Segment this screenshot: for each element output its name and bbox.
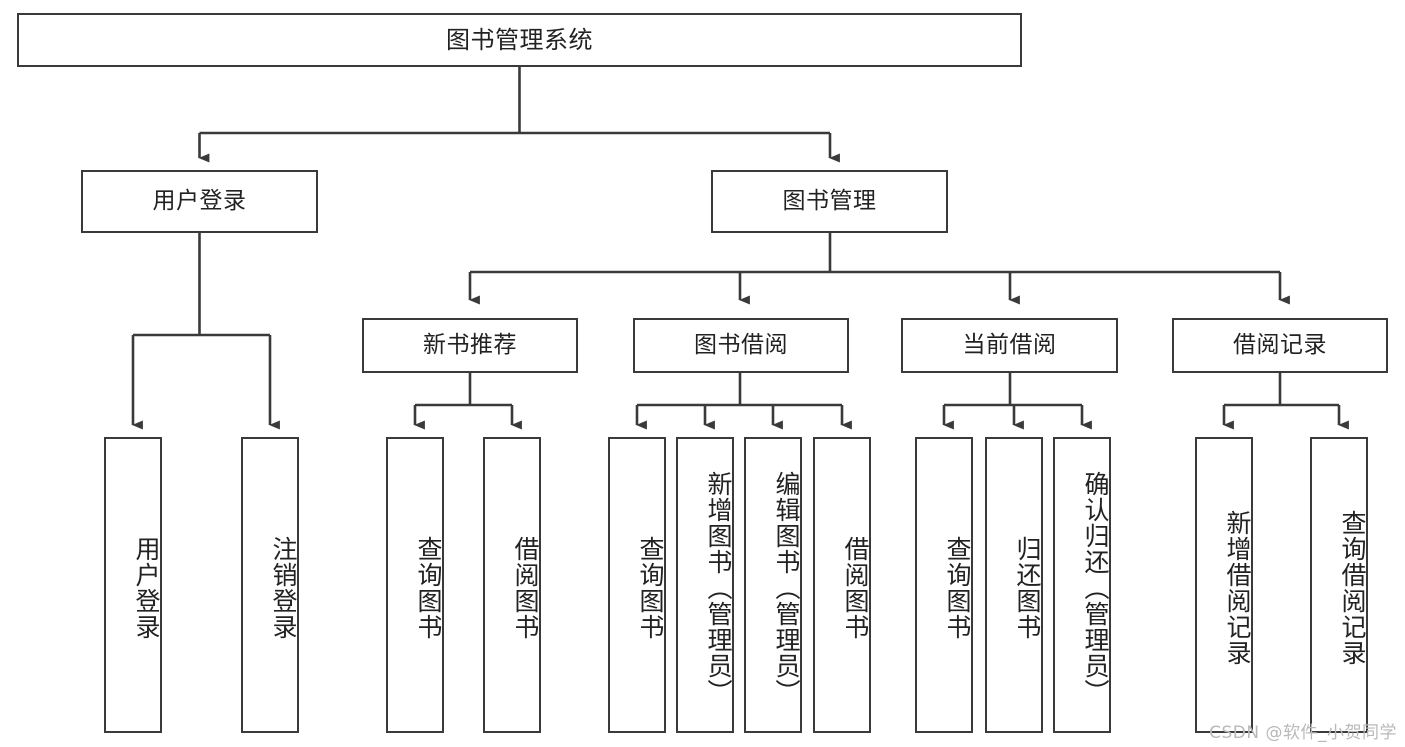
leaf-new-book-borrow[interactable]: 借阅图书: [483, 437, 541, 733]
leaf-label: 查询图书: [636, 536, 665, 640]
node-user-login[interactable]: 用户登录: [81, 170, 318, 233]
leaf-label: 查询图书: [943, 536, 972, 640]
node-new-book-recommend[interactable]: 新书推荐: [362, 318, 578, 373]
leaf-label: 编辑图书（管理员）: [772, 471, 801, 705]
node-borrow-record[interactable]: 借阅记录: [1172, 318, 1388, 373]
node-current-borrow[interactable]: 当前借阅: [901, 318, 1118, 373]
leaf-label: 查询图书: [414, 536, 443, 640]
leaf-current-borrow-return[interactable]: 归还图书: [985, 437, 1043, 733]
leaf-user-login-signout[interactable]: 注销登录: [241, 437, 299, 733]
node-book-management-label: 图书管理: [782, 187, 877, 214]
leaf-user-login-signin[interactable]: 用户登录: [104, 437, 162, 733]
leaf-label: 借阅图书: [511, 536, 540, 640]
leaf-label: 用户登录: [132, 536, 161, 640]
leaf-new-book-query[interactable]: 查询图书: [386, 437, 444, 733]
node-book-borrow[interactable]: 图书借阅: [633, 318, 849, 373]
leaf-borrow-record-query[interactable]: 查询借阅记录: [1310, 437, 1368, 733]
leaf-book-borrow-edit[interactable]: 编辑图书（管理员）: [744, 437, 802, 733]
watermark-text: CSDN @软件_小贺同学: [1209, 723, 1397, 743]
leaf-book-borrow-borrow[interactable]: 借阅图书: [813, 437, 871, 733]
node-user-login-label: 用户登录: [152, 187, 247, 214]
node-new-book-recommend-label: 新书推荐: [423, 331, 517, 358]
leaf-book-borrow-query[interactable]: 查询图书: [608, 437, 666, 733]
leaf-label: 确认归还（管理员）: [1081, 471, 1110, 705]
leaf-label: 借阅图书: [841, 536, 870, 640]
leaf-label: 新增借阅记录: [1223, 510, 1252, 666]
leaf-label: 归还图书: [1013, 536, 1042, 640]
node-borrow-record-label: 借阅记录: [1233, 331, 1327, 358]
node-root[interactable]: 图书管理系统: [17, 13, 1022, 67]
leaf-label: 注销登录: [269, 536, 298, 640]
node-root-label: 图书管理系统: [446, 25, 593, 54]
node-book-borrow-label: 图书借阅: [694, 331, 788, 358]
leaf-label: 查询借阅记录: [1338, 510, 1367, 666]
leaf-current-borrow-confirm-return[interactable]: 确认归还（管理员）: [1053, 437, 1111, 733]
leaf-borrow-record-add[interactable]: 新增借阅记录: [1195, 437, 1253, 733]
node-book-management[interactable]: 图书管理: [711, 170, 948, 233]
leaf-label: 新增图书（管理员）: [704, 471, 733, 705]
leaf-book-borrow-add[interactable]: 新增图书（管理员）: [676, 437, 734, 733]
leaf-current-borrow-query[interactable]: 查询图书: [915, 437, 973, 733]
node-current-borrow-label: 当前借阅: [962, 331, 1057, 358]
